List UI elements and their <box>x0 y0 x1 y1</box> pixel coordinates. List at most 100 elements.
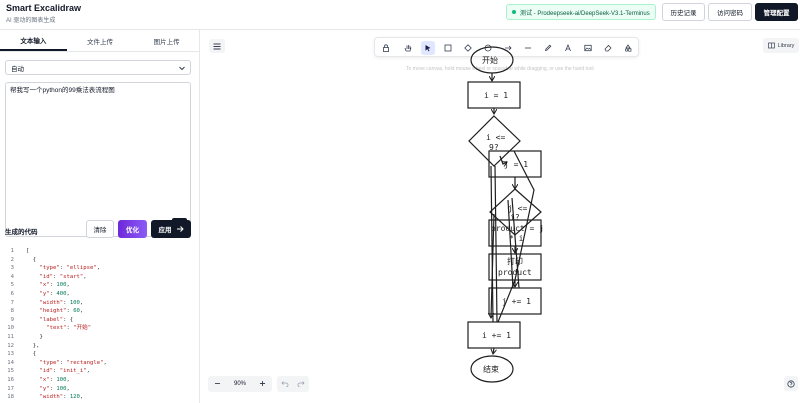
line-number: 9 <box>10 316 14 323</box>
excalidraw-canvas[interactable]: To move canvas, hold mouse wheel or spac… <box>201 30 800 403</box>
shapes-icon <box>624 44 632 52</box>
eraser-icon <box>604 44 612 52</box>
undo-icon <box>281 380 289 387</box>
code-text: [ <box>26 248 30 254</box>
help-button[interactable] <box>784 376 798 391</box>
code-text: { <box>26 351 37 358</box>
inc-j-node[interactable] <box>488 287 542 315</box>
edge-inc-i-end[interactable] <box>493 347 494 354</box>
app-title: Smart Excalidraw <box>6 3 82 13</box>
optimize-button[interactable]: 优化 <box>118 220 147 238</box>
tab-file-upload[interactable]: 文件上传 <box>87 38 113 46</box>
zoom-in-button[interactable] <box>259 380 266 389</box>
more-tools[interactable] <box>621 41 635 55</box>
redo-icon <box>297 380 305 387</box>
library-icon <box>767 42 775 49</box>
apply-label: 应用 <box>158 227 172 234</box>
line-number: 7 <box>10 299 14 306</box>
zoom-level[interactable]: 90% <box>233 381 246 387</box>
line-number: 4 <box>10 273 14 280</box>
code-text: "text": "开始" <box>46 325 92 332</box>
product-label: product = j <box>491 224 544 233</box>
line-number: 2 <box>10 256 14 263</box>
flowchart-drawing: 开始 i = 1 i <= 9? j = 1 j <= i? product =… <box>467 46 544 383</box>
line-number: 14 <box>7 359 14 366</box>
cond-i-label: i <= <box>486 133 505 142</box>
code-line: 12 }, <box>0 342 39 350</box>
product-label-2: * i <box>509 234 524 243</box>
code-line: 4 "id": "start", <box>0 273 87 281</box>
code-line: 3 "type": "ellipse", <box>0 264 101 272</box>
chart-type-value: 自动 <box>11 65 24 73</box>
code-text: } <box>26 334 43 340</box>
zoom-out-button[interactable] <box>214 380 221 389</box>
line-number: 13 <box>7 351 14 358</box>
selection-tool[interactable] <box>421 41 435 55</box>
clear-button[interactable]: 清除 <box>86 220 114 238</box>
undo-button[interactable] <box>281 380 289 389</box>
prompt-textarea[interactable]: 帮我写一个python的99乘法表流程图 <box>5 82 191 237</box>
line-number: 8 <box>10 308 14 315</box>
code-editor[interactable]: 1 [2 {3 "type": "ellipse",4 "id": "start"… <box>0 244 200 403</box>
line-number: 11 <box>7 334 14 340</box>
tab-image-upload[interactable]: 图片上传 <box>153 38 180 46</box>
code-line: 8 "height": 60, <box>0 307 84 315</box>
history-controls <box>277 376 309 392</box>
cond-i-node[interactable] <box>468 115 521 167</box>
eraser-tool[interactable] <box>601 41 615 55</box>
model-badge[interactable]: 测试 - Prodeepseek-ai/DeepSeek-V3.1-Termin… <box>506 4 656 20</box>
code-text: "type": "rectangle", <box>39 359 107 366</box>
redo-button[interactable] <box>297 380 305 389</box>
access-password-button[interactable]: 访问密码 <box>708 3 752 21</box>
line-number: 15 <box>7 368 14 375</box>
cond-j-label: j <= <box>508 204 527 213</box>
code-line: 5 "x": 100, <box>0 281 70 289</box>
text-icon <box>565 44 571 52</box>
diamond-tool[interactable] <box>461 41 475 55</box>
rectangle-tool[interactable] <box>441 41 455 55</box>
code-line: 10 "text": "开始" <box>0 324 91 332</box>
plus-icon <box>259 380 265 386</box>
arrow-tool[interactable] <box>501 41 515 55</box>
code-text: "x": 100, <box>39 282 70 289</box>
line-number: 3 <box>10 265 14 272</box>
code-text: "label": { <box>39 316 74 323</box>
model-name: 测试 - Prodeepseek-ai/DeepSeek-V3.1-Termin… <box>520 10 650 17</box>
line-tool[interactable] <box>521 41 535 55</box>
edge-cond-j-false[interactable] <box>497 150 535 323</box>
tab-text-input[interactable]: 文本输入 <box>0 30 67 51</box>
line-number: 18 <box>7 394 14 401</box>
draw-tool[interactable] <box>541 41 555 55</box>
library-button[interactable]: Library <box>763 38 799 53</box>
code-text: "id": "start", <box>39 273 87 280</box>
inc-i-label: i += 1 <box>482 331 511 340</box>
code-line: 6 "y": 400, <box>0 290 70 298</box>
edge-inc-j-cond-j[interactable] <box>507 199 514 289</box>
code-line: 18 "width": 120, <box>0 393 83 401</box>
line-number: 1 <box>10 248 14 254</box>
pencil-icon <box>544 44 552 52</box>
apply-button[interactable]: 应用 <box>151 220 191 238</box>
edge-inc-j-cond-j-2[interactable] <box>511 197 520 289</box>
code-text: }, <box>26 342 40 349</box>
edge-inc-i-cond-i-2[interactable] <box>494 165 498 323</box>
edge-cond-i-init-j[interactable] <box>499 155 507 164</box>
help-icon <box>787 379 795 388</box>
line-number: 10 <box>7 325 14 332</box>
print-label-2: product <box>498 268 532 277</box>
history-button[interactable]: 历史记录 <box>662 3 705 21</box>
app-subtitle: AI 驱动的图表生成 <box>6 18 56 24</box>
hand-tool[interactable] <box>401 41 415 55</box>
image-tool[interactable] <box>581 41 595 55</box>
inc-j-label: j += 1 <box>502 297 531 306</box>
edge-inc-i-cond-i[interactable] <box>490 165 494 323</box>
end-node[interactable] <box>470 355 514 383</box>
code-text: "y": 100, <box>39 385 70 392</box>
admin-config-button[interactable]: 管理配置 <box>755 3 798 21</box>
prompt-text: 帮我写一个python的99乘法表流程图 <box>10 87 115 94</box>
code-text: "x": 100, <box>39 377 70 383</box>
main-menu-button[interactable] <box>209 39 225 53</box>
chart-type-select[interactable]: 自动 <box>5 60 191 75</box>
text-tool[interactable] <box>561 41 575 55</box>
lock-tool[interactable] <box>379 41 393 55</box>
